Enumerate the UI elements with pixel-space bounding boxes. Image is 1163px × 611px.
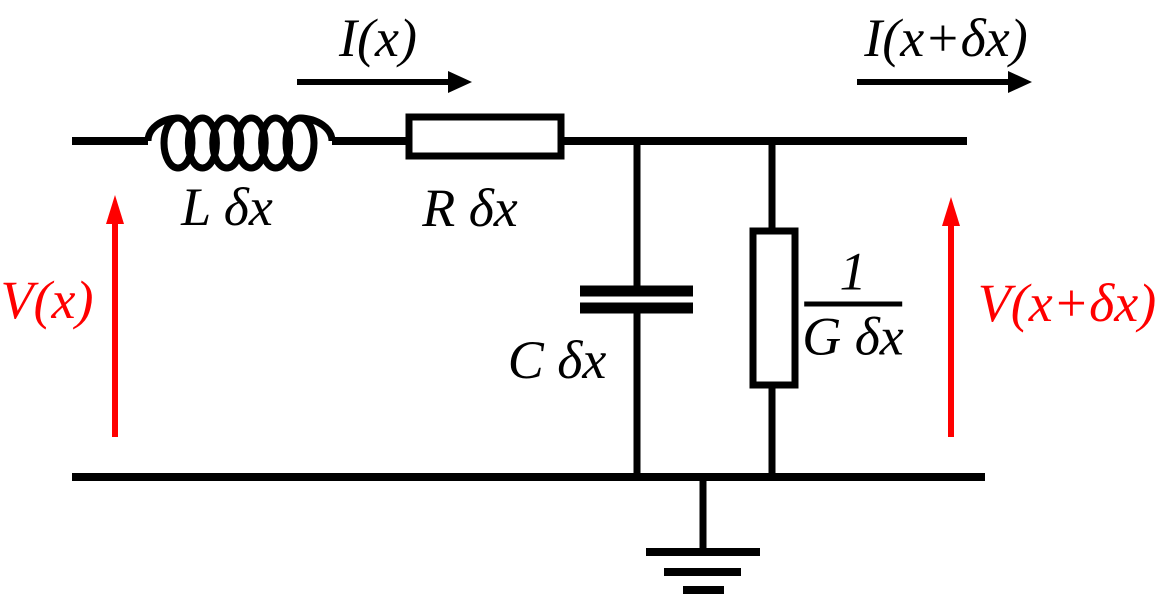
series-resistor-label: R δx [422, 178, 518, 238]
voltage-in-arrow [106, 195, 124, 437]
series-resistor-symbol [405, 113, 565, 160]
capacitor-label: C δx [507, 330, 607, 390]
fraction-bar [803, 301, 902, 307]
shunt-conductance-denominator: G δx [802, 306, 904, 367]
inductor-label: L δx [181, 177, 273, 237]
inductor-symbol [144, 114, 336, 172]
ground-symbol [646, 477, 760, 594]
current-out-label: I(x+δx) [864, 8, 1028, 68]
shunt-conductance-numerator: 1 [839, 241, 867, 302]
voltage-out-label: V(x+δx) [977, 273, 1157, 333]
capacitor-symbol [580, 141, 693, 477]
shunt-resistor-symbol [749, 141, 799, 477]
current-out-arrow [857, 71, 1032, 93]
current-in-arrow [297, 71, 472, 93]
shunt-conductance-label: 1 G δx [802, 245, 904, 364]
voltage-in-label: V(x) [0, 270, 94, 330]
current-in-label: I(x) [339, 8, 417, 68]
voltage-out-arrow [942, 197, 960, 437]
